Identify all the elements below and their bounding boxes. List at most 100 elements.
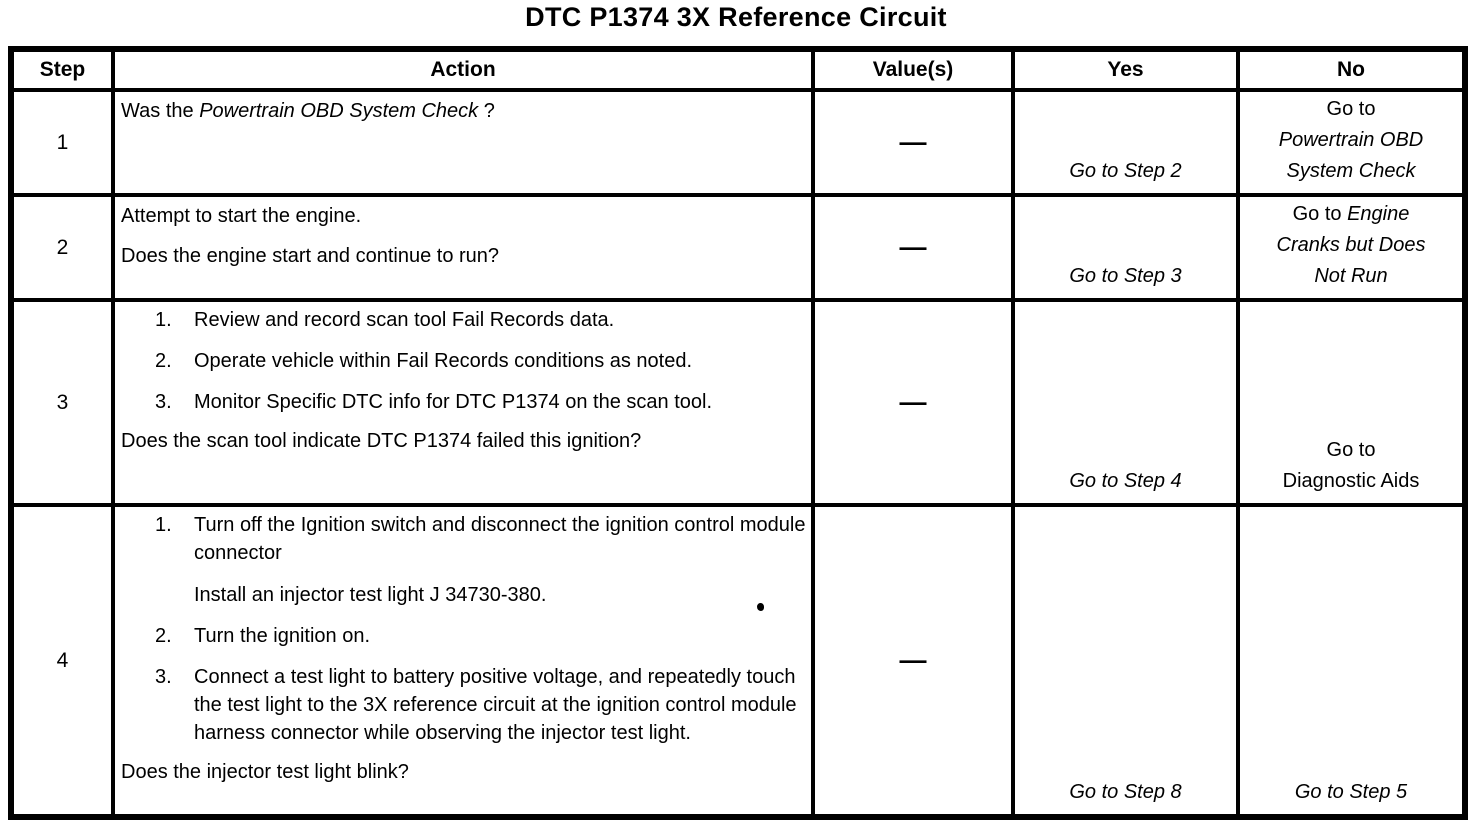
no-line: Powertrain OBD	[1244, 125, 1458, 156]
step-number-cell: 1	[9, 88, 115, 197]
table-row-step-4: 4 1. Turn off the Ignition switch and disc…	[9, 503, 1467, 819]
italic-text: Go to Step 8	[1069, 781, 1182, 803]
list-item-text: Operate vehicle within Fail Records cond…	[181, 347, 807, 375]
yes-cell: Go to Step 4	[1011, 298, 1240, 507]
plain-text: Go to	[1326, 98, 1376, 120]
italic-text: Engine	[1347, 203, 1410, 225]
yes-line: Go to Step 8	[1019, 777, 1232, 808]
action-question: Does the scan tool indicate DTC P1374 fa…	[121, 430, 642, 452]
plain-text: Attempt to start the engine.	[121, 205, 362, 227]
action-paragraph: Was the Powertrain OBD System Check ?	[121, 97, 807, 125]
plain-text: Go to	[1292, 203, 1348, 225]
scan-speck-artifact	[757, 603, 764, 611]
list-item-number: 2.	[155, 350, 172, 372]
list-item-line: Review and record scan tool Fail Records…	[194, 309, 615, 331]
plain-text: Diagnostic Aids	[1282, 470, 1420, 492]
action-paragraph: Does the engine start and continue to ru…	[121, 242, 807, 270]
step-number-cell: 2	[9, 193, 115, 302]
action-content: Was the Powertrain OBD System Check ?	[121, 94, 807, 134]
action-cell: Attempt to start the engine. Does the eng…	[111, 193, 815, 302]
list-item-number: 3.	[155, 666, 172, 688]
yes-line: Go to Step 3	[1019, 261, 1232, 292]
value-cell: —	[811, 298, 1015, 507]
action-list-item-3: 3. Connect a test light to battery positi…	[121, 663, 807, 747]
italic-text: System Check	[1286, 160, 1416, 182]
list-item-line: Operate vehicle within Fail Records cond…	[194, 350, 693, 372]
list-item-text: Turn the ignition on.	[181, 622, 807, 650]
column-header-no: No	[1236, 47, 1467, 92]
italic-text: Cranks but Does	[1276, 234, 1426, 256]
action-content: 1. Turn off the Ignition switch and disco…	[121, 509, 807, 786]
action-question: Does the injector test light blink?	[121, 761, 409, 783]
list-item-text: Turn off the Ignition switch and disconn…	[181, 511, 807, 609]
list-item-number: 1.	[155, 309, 172, 331]
table-row-step-2: 2 Attempt to start the engine. Does the en…	[9, 193, 1467, 302]
action-list-item-3: 3. Monitor Specific DTC info for DTC P137…	[121, 388, 807, 416]
action-content: 1. Review and record scan tool Fail Recor…	[121, 304, 807, 455]
no-cell: Go to Step 5	[1236, 503, 1467, 819]
italic-text: Go to Step 4	[1069, 470, 1182, 492]
action-list-item-1: 1. Review and record scan tool Fail Recor…	[121, 306, 807, 334]
no-line: Cranks but Does	[1244, 230, 1458, 261]
action-list-item-1: 1. Turn off the Ignition switch and disco…	[121, 511, 807, 609]
step-number-cell: 3	[9, 298, 115, 507]
action-cell: Was the Powertrain OBD System Check ?	[111, 88, 815, 197]
no-cell: Go to Diagnostic Aids	[1236, 298, 1467, 507]
yes-line: Go to Step 2	[1019, 156, 1232, 187]
list-item-text: Review and record scan tool Fail Records…	[181, 306, 807, 334]
list-item-line: Connect a test light to battery positive…	[194, 666, 797, 744]
value-cell: —	[811, 503, 1015, 819]
action-cell: 1. Turn off the Ignition switch and disco…	[111, 503, 815, 819]
list-item-text: Connect a test light to battery positive…	[181, 663, 807, 747]
action-list-item-2: 2. Operate vehicle within Fail Records co…	[121, 347, 807, 375]
list-item-subline: Install an injector test light J 34730-3…	[194, 584, 547, 606]
no-line: Go to	[1244, 435, 1458, 466]
value-cell: —	[811, 88, 1015, 197]
plain-text: ?	[478, 100, 495, 122]
page-title: DTC P1374 3X Reference Circuit	[525, 2, 947, 32]
list-item-line: Monitor Specific DTC info for DTC P1374 …	[194, 391, 713, 413]
yes-cell: Go to Step 8	[1011, 503, 1240, 819]
no-line: Go to Engine	[1244, 199, 1458, 230]
step-number-cell: 4	[9, 503, 115, 819]
italic-text: Go to Step 2	[1069, 160, 1182, 182]
action-cell: 1. Review and record scan tool Fail Recor…	[111, 298, 815, 507]
list-item-line: Turn off the Ignition switch and disconn…	[194, 514, 806, 564]
no-line: System Check	[1244, 156, 1458, 187]
italic-text: Go to Step 5	[1294, 781, 1408, 803]
column-header-yes: Yes	[1011, 47, 1240, 92]
yes-cell: Go to Step 3	[1011, 193, 1240, 302]
column-header-step: Step	[9, 47, 115, 92]
no-line: Go to Step 5	[1244, 777, 1458, 808]
yes-cell: Go to Step 2	[1011, 88, 1240, 197]
value-cell: —	[811, 193, 1015, 302]
list-item-line: Turn the ignition on.	[194, 625, 371, 647]
yes-line: Go to Step 4	[1019, 466, 1232, 497]
list-item-text: Monitor Specific DTC info for DTC P1374 …	[181, 388, 807, 416]
italic-text: Powertrain OBD System Check	[199, 100, 479, 122]
no-line: Not Run	[1244, 261, 1458, 292]
action-list-item-2: 2. Turn the ignition on.	[121, 622, 807, 650]
table-row-step-3: 3 1. Review and record scan tool Fail Reco…	[9, 298, 1467, 507]
no-line: Go to	[1244, 94, 1458, 125]
italic-text: Not Run	[1314, 265, 1388, 287]
plain-text: Does the engine start and continue to ru…	[121, 245, 500, 267]
plain-text: Go to	[1326, 439, 1376, 461]
list-item-number: 1.	[155, 514, 172, 536]
column-header-action: Action	[111, 47, 815, 92]
column-header-values: Value(s)	[811, 47, 1015, 92]
list-item-number: 2.	[155, 625, 172, 647]
no-line: Diagnostic Aids	[1244, 466, 1458, 497]
plain-text: Was the	[121, 100, 200, 122]
action-paragraph: Attempt to start the engine.	[121, 202, 807, 230]
italic-text: Go to Step 3	[1069, 265, 1182, 287]
list-item-number: 3.	[155, 391, 172, 413]
no-cell: Go to Powertrain OBD System Check	[1236, 88, 1467, 197]
